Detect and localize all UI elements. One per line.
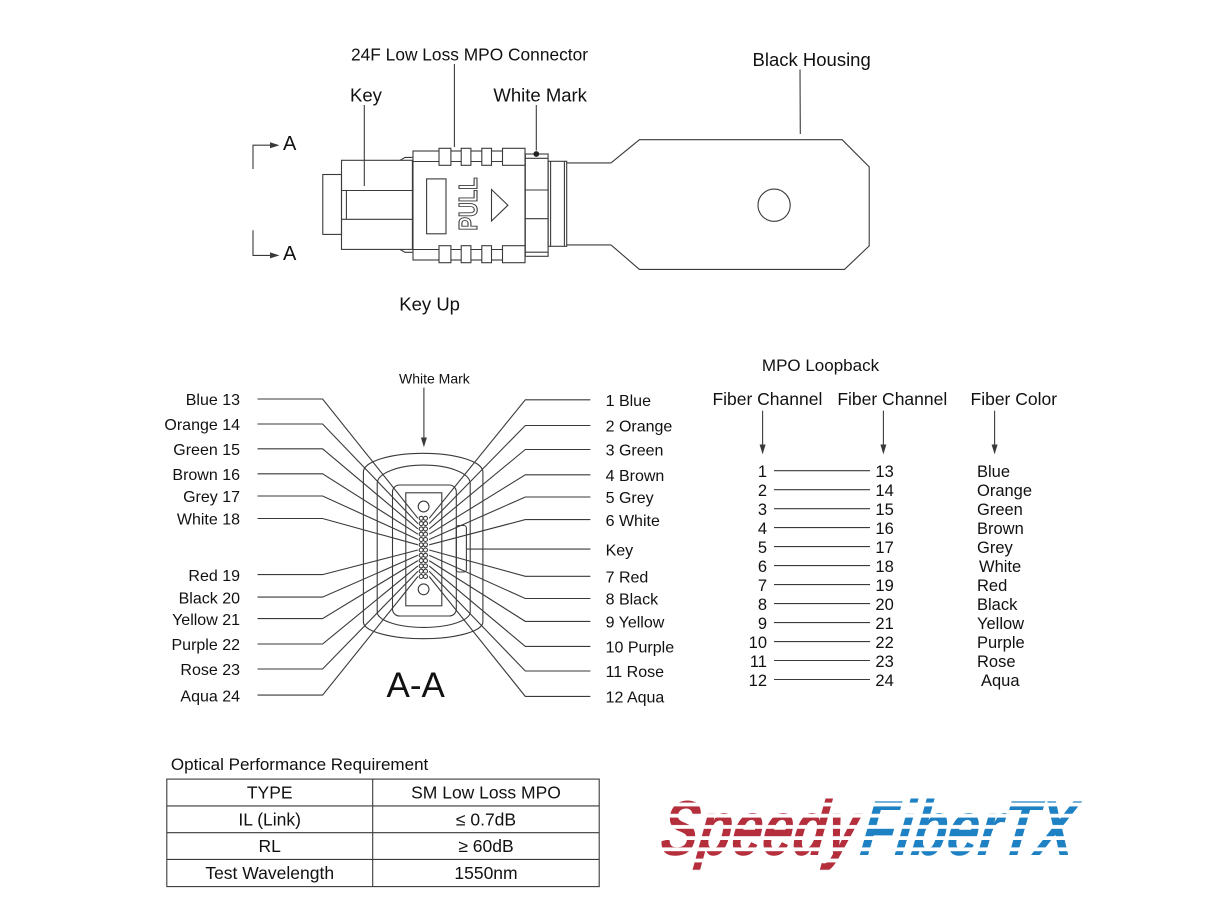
svg-text:Key Up: Key Up	[399, 294, 460, 315]
svg-text:Speedy: Speedy	[656, 784, 867, 872]
svg-text:Orange 14: Orange 14	[164, 417, 240, 434]
svg-text:12 Aqua: 12 Aqua	[606, 690, 665, 707]
svg-text:Aqua: Aqua	[981, 672, 1020, 690]
svg-text:11 Rose: 11 Rose	[606, 664, 665, 681]
svg-text:Red: Red	[977, 577, 1007, 595]
svg-text:12: 12	[749, 672, 767, 690]
svg-text:Optical Performance Requiremen: Optical Performance Requirement	[171, 755, 429, 774]
svg-text:Yellow 21: Yellow 21	[172, 612, 240, 629]
svg-text:7 Red: 7 Red	[606, 570, 649, 587]
svg-text:IL (Link): IL (Link)	[238, 809, 301, 829]
svg-text:23: 23	[875, 653, 893, 671]
svg-text:Purple: Purple	[977, 634, 1025, 652]
svg-text:Green: Green	[977, 501, 1023, 519]
svg-text:Rose: Rose	[977, 653, 1016, 671]
svg-text:Blue 13: Blue 13	[186, 392, 240, 409]
svg-text:Key: Key	[350, 85, 383, 106]
svg-text:9: 9	[758, 615, 767, 633]
svg-text:7: 7	[758, 577, 767, 595]
svg-text:MPO Loopback: MPO Loopback	[762, 356, 880, 375]
svg-text:Fiber Channel: Fiber Channel	[712, 389, 822, 409]
svg-text:3: 3	[758, 501, 767, 519]
svg-text:4 Brown: 4 Brown	[606, 468, 665, 485]
svg-text:≥ 60dB: ≥ 60dB	[458, 836, 513, 856]
svg-text:3 Green: 3 Green	[606, 443, 664, 460]
svg-text:Grey 17: Grey 17	[183, 489, 240, 506]
svg-text:8 Black: 8 Black	[606, 592, 659, 609]
svg-text:Fiber Channel: Fiber Channel	[837, 389, 947, 409]
svg-text:24F Low Loss MPO Connector: 24F Low Loss MPO Connector	[351, 45, 588, 65]
svg-text:1: 1	[758, 463, 767, 481]
svg-text:Test Wavelength: Test Wavelength	[205, 863, 334, 883]
svg-text:Black: Black	[977, 596, 1018, 614]
svg-text:Black 20: Black 20	[179, 590, 240, 607]
svg-text:18: 18	[875, 558, 893, 576]
svg-text:5: 5	[758, 539, 767, 557]
svg-text:19: 19	[875, 577, 893, 595]
svg-text:17: 17	[875, 539, 893, 557]
svg-text:Yellow: Yellow	[977, 615, 1024, 633]
svg-text:6: 6	[758, 558, 767, 576]
svg-text:10 Purple: 10 Purple	[606, 640, 675, 657]
svg-text:Grey: Grey	[977, 539, 1014, 557]
svg-text:11: 11	[750, 653, 767, 671]
svg-text:White Mark: White Mark	[493, 85, 587, 106]
svg-text:21: 21	[875, 615, 893, 633]
svg-text:White 18: White 18	[177, 512, 240, 529]
svg-text:9 Yellow: 9 Yellow	[606, 615, 665, 632]
svg-text:Rose 23: Rose 23	[180, 662, 240, 679]
svg-text:8: 8	[758, 596, 767, 614]
svg-text:2 Orange: 2 Orange	[606, 419, 673, 436]
svg-text:Brown 16: Brown 16	[172, 467, 240, 484]
svg-text:Blue: Blue	[977, 463, 1010, 481]
svg-text:Purple 22: Purple 22	[172, 637, 241, 654]
svg-text:Green 15: Green 15	[173, 442, 240, 459]
svg-text:Orange: Orange	[977, 482, 1032, 500]
svg-text:Brown: Brown	[977, 520, 1024, 538]
svg-text:13: 13	[875, 463, 893, 481]
svg-text:A-A: A-A	[387, 666, 446, 705]
svg-text:TYPE: TYPE	[247, 783, 293, 803]
svg-text:1 Blue: 1 Blue	[606, 393, 651, 410]
svg-text:Fiber Color: Fiber Color	[971, 389, 1058, 409]
svg-text:White Mark: White Mark	[399, 371, 471, 387]
svg-text:≤ 0.7dB: ≤ 0.7dB	[456, 809, 516, 829]
svg-text:10: 10	[749, 634, 767, 652]
svg-text:Red 19: Red 19	[188, 568, 240, 585]
svg-text:14: 14	[875, 482, 893, 500]
svg-text:22: 22	[875, 634, 893, 652]
svg-text:Black Housing: Black Housing	[753, 49, 871, 70]
svg-text:15: 15	[875, 501, 893, 519]
svg-text:SM Low Loss MPO: SM Low Loss MPO	[411, 783, 561, 803]
svg-text:16: 16	[875, 520, 893, 538]
svg-text:A: A	[283, 243, 297, 265]
svg-text:Aqua 24: Aqua 24	[180, 688, 240, 705]
svg-text:FiberTX: FiberTX	[856, 784, 1085, 872]
svg-text:20: 20	[875, 596, 893, 614]
svg-text:1550nm: 1550nm	[454, 863, 517, 883]
svg-text:PULL: PULL	[453, 177, 483, 230]
svg-text:White: White	[979, 558, 1021, 576]
svg-text:5 Grey: 5 Grey	[606, 490, 654, 507]
svg-text:4: 4	[758, 520, 767, 538]
svg-text:RL: RL	[259, 836, 282, 856]
svg-text:Key: Key	[606, 542, 634, 559]
svg-text:A: A	[283, 133, 297, 155]
svg-text:24: 24	[875, 672, 893, 690]
svg-text:6 White: 6 White	[606, 513, 660, 530]
svg-text:2: 2	[758, 482, 767, 500]
